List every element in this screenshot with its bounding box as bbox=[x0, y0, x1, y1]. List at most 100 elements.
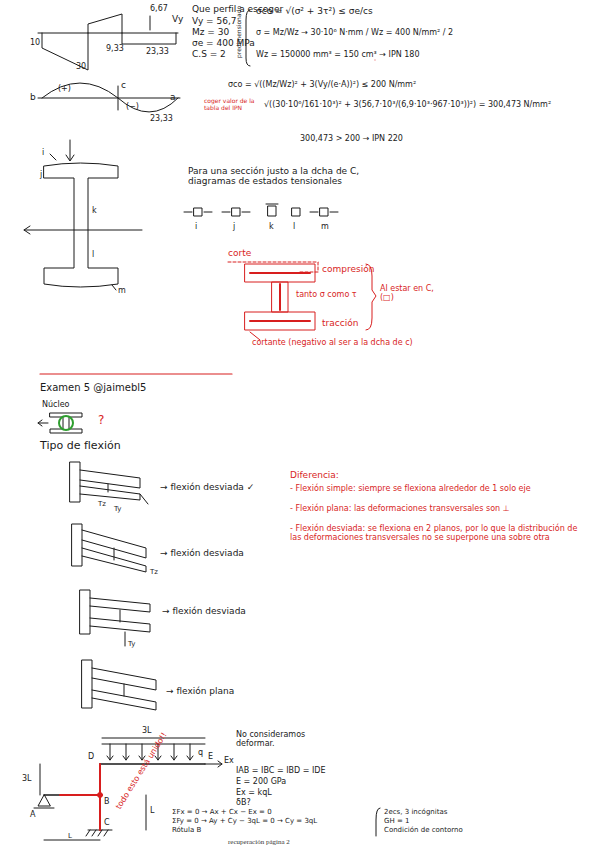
handwritten-note: corte bbox=[228, 248, 251, 258]
sketch-stroke bbox=[80, 590, 90, 634]
sketch-stroke bbox=[50, 413, 82, 433]
handwritten-note: 9,33 bbox=[106, 44, 124, 53]
sketch-stroke bbox=[268, 206, 276, 216]
sketch-stroke bbox=[122, 33, 176, 44]
handwritten-note: No consideramos deformar. bbox=[236, 730, 346, 748]
handwritten-note: Wz = 150000 mm³ = 150 cm³ → IPN 180 bbox=[256, 50, 420, 59]
sketch-stroke bbox=[24, 226, 30, 234]
handwritten-note: ? bbox=[98, 414, 104, 428]
handwritten-note: cortante (negativo al ser a la dcha de c… bbox=[252, 338, 413, 347]
handwritten-note: l bbox=[92, 250, 94, 259]
sketch-stroke bbox=[266, 204, 278, 205]
handwritten-note: k bbox=[269, 222, 274, 231]
page-footer: recuperación página 2 bbox=[228, 838, 290, 846]
handwritten-note: A bbox=[30, 810, 35, 819]
sketch-stroke bbox=[102, 738, 205, 739]
handwritten-note: Ex bbox=[224, 756, 234, 765]
sketch-stroke bbox=[70, 140, 71, 160]
handwritten-note: Tz bbox=[98, 500, 106, 508]
handwritten-note: i bbox=[42, 148, 44, 157]
handwritten-note: E = 200 GPa bbox=[236, 777, 286, 786]
handwritten-note: 23,33 bbox=[146, 47, 169, 56]
handwritten-note: ΣFy = 0 → Ay + Cy − 3qL = 0 → Cy = 3qL bbox=[172, 817, 317, 825]
sketch-stroke bbox=[40, 764, 41, 795]
handwritten-note: Condición de contorno bbox=[384, 826, 463, 834]
handwritten-note: i bbox=[195, 222, 197, 231]
handwritten-note: Ty bbox=[128, 640, 135, 648]
handwritten-note: D bbox=[88, 752, 94, 761]
sketch-stroke bbox=[38, 420, 42, 426]
handwritten-note: Tz bbox=[150, 568, 158, 576]
handwritten-note: L bbox=[68, 832, 72, 840]
handwritten-note: j bbox=[40, 170, 42, 179]
handwritten-note: k bbox=[92, 206, 97, 215]
sketch-stroke bbox=[82, 548, 146, 572]
handwritten-note: j bbox=[233, 222, 235, 231]
sketch-stroke bbox=[38, 98, 180, 99]
handwritten-note: Vy bbox=[172, 14, 183, 24]
handwritten-note: 300,473 > 200 → IPN 220 bbox=[300, 134, 403, 143]
handwritten-note: E bbox=[208, 752, 213, 761]
sketch-stroke bbox=[140, 494, 148, 504]
handwritten-note: l bbox=[293, 222, 295, 231]
sketch-stroke bbox=[40, 373, 232, 374]
sketch-stroke bbox=[80, 470, 140, 488]
sketch-stroke bbox=[184, 212, 192, 213]
handwritten-note: Tipo de flexión bbox=[40, 440, 121, 453]
sketch-stroke bbox=[38, 795, 50, 806]
handwritten-note: 23,33 bbox=[150, 114, 173, 123]
sketch-stroke bbox=[72, 524, 82, 566]
sketch-stroke bbox=[204, 212, 212, 213]
sketch-stroke bbox=[245, 312, 315, 330]
handwritten-note: m bbox=[321, 222, 329, 231]
handwritten-note: - Flexión desviada: se flexiona en 2 pla… bbox=[290, 524, 590, 542]
handwritten-note: C bbox=[104, 818, 110, 827]
sketch-stroke bbox=[190, 744, 191, 760]
sketch-stroke bbox=[232, 208, 240, 216]
handwritten-note: q bbox=[198, 748, 203, 757]
handwritten-note: Núcleo bbox=[42, 400, 70, 409]
sketch-stroke bbox=[100, 763, 205, 765]
sketch-stroke bbox=[44, 794, 100, 796]
handwritten-note: Mz = 30 bbox=[192, 27, 229, 37]
sketch-stroke bbox=[125, 632, 126, 646]
handwritten-note: - Flexión plana: las deformaciones trans… bbox=[290, 504, 590, 513]
sketch-stroke bbox=[376, 808, 380, 836]
handwritten-note: tanto σ como τ bbox=[296, 290, 357, 299]
sketch-stroke bbox=[34, 808, 54, 809]
handwritten-note: compresión bbox=[322, 264, 374, 274]
handwritten-note: m bbox=[118, 286, 126, 295]
sketch-stroke bbox=[42, 83, 178, 112]
handwritten-note: δB? bbox=[236, 798, 251, 807]
sketch-stroke bbox=[114, 548, 115, 560]
sketch-stroke bbox=[44, 840, 100, 841]
sketch-stroke bbox=[44, 163, 118, 287]
sketch-stroke bbox=[310, 212, 318, 213]
sketch-stroke bbox=[108, 484, 109, 492]
handwritten-note: predimensionado bbox=[236, 6, 243, 58]
handwritten-note: a bbox=[170, 92, 176, 102]
handwritten-note: b bbox=[30, 92, 36, 102]
handwritten-note: 2ecs, 3 incógnitas bbox=[384, 808, 447, 816]
handwritten-note: coger valor de la tabla del IPN bbox=[204, 98, 260, 112]
sketch-stroke bbox=[118, 86, 119, 110]
handwritten-note: (+) bbox=[58, 84, 71, 93]
sketch-stroke bbox=[80, 486, 140, 500]
handwritten-note: σe = 400 MPa bbox=[192, 38, 255, 48]
sketch-stroke bbox=[218, 761, 222, 767]
sketch-stroke bbox=[86, 830, 108, 836]
sketch-stroke bbox=[24, 230, 142, 231]
sketch-stroke bbox=[110, 744, 111, 760]
sketch-stroke bbox=[242, 212, 250, 213]
handwritten-note: → flexión plana bbox=[166, 686, 234, 696]
sketch-stroke bbox=[88, 14, 122, 33]
handwritten-note: 10 bbox=[30, 38, 40, 47]
handwritten-note: 6,67 bbox=[150, 4, 168, 13]
sketch-stroke bbox=[250, 272, 310, 274]
sketch-stroke bbox=[82, 660, 92, 708]
sketch-stroke bbox=[66, 155, 74, 161]
sketch-stroke bbox=[150, 16, 151, 30]
handwritten-note: (−) bbox=[126, 102, 139, 111]
